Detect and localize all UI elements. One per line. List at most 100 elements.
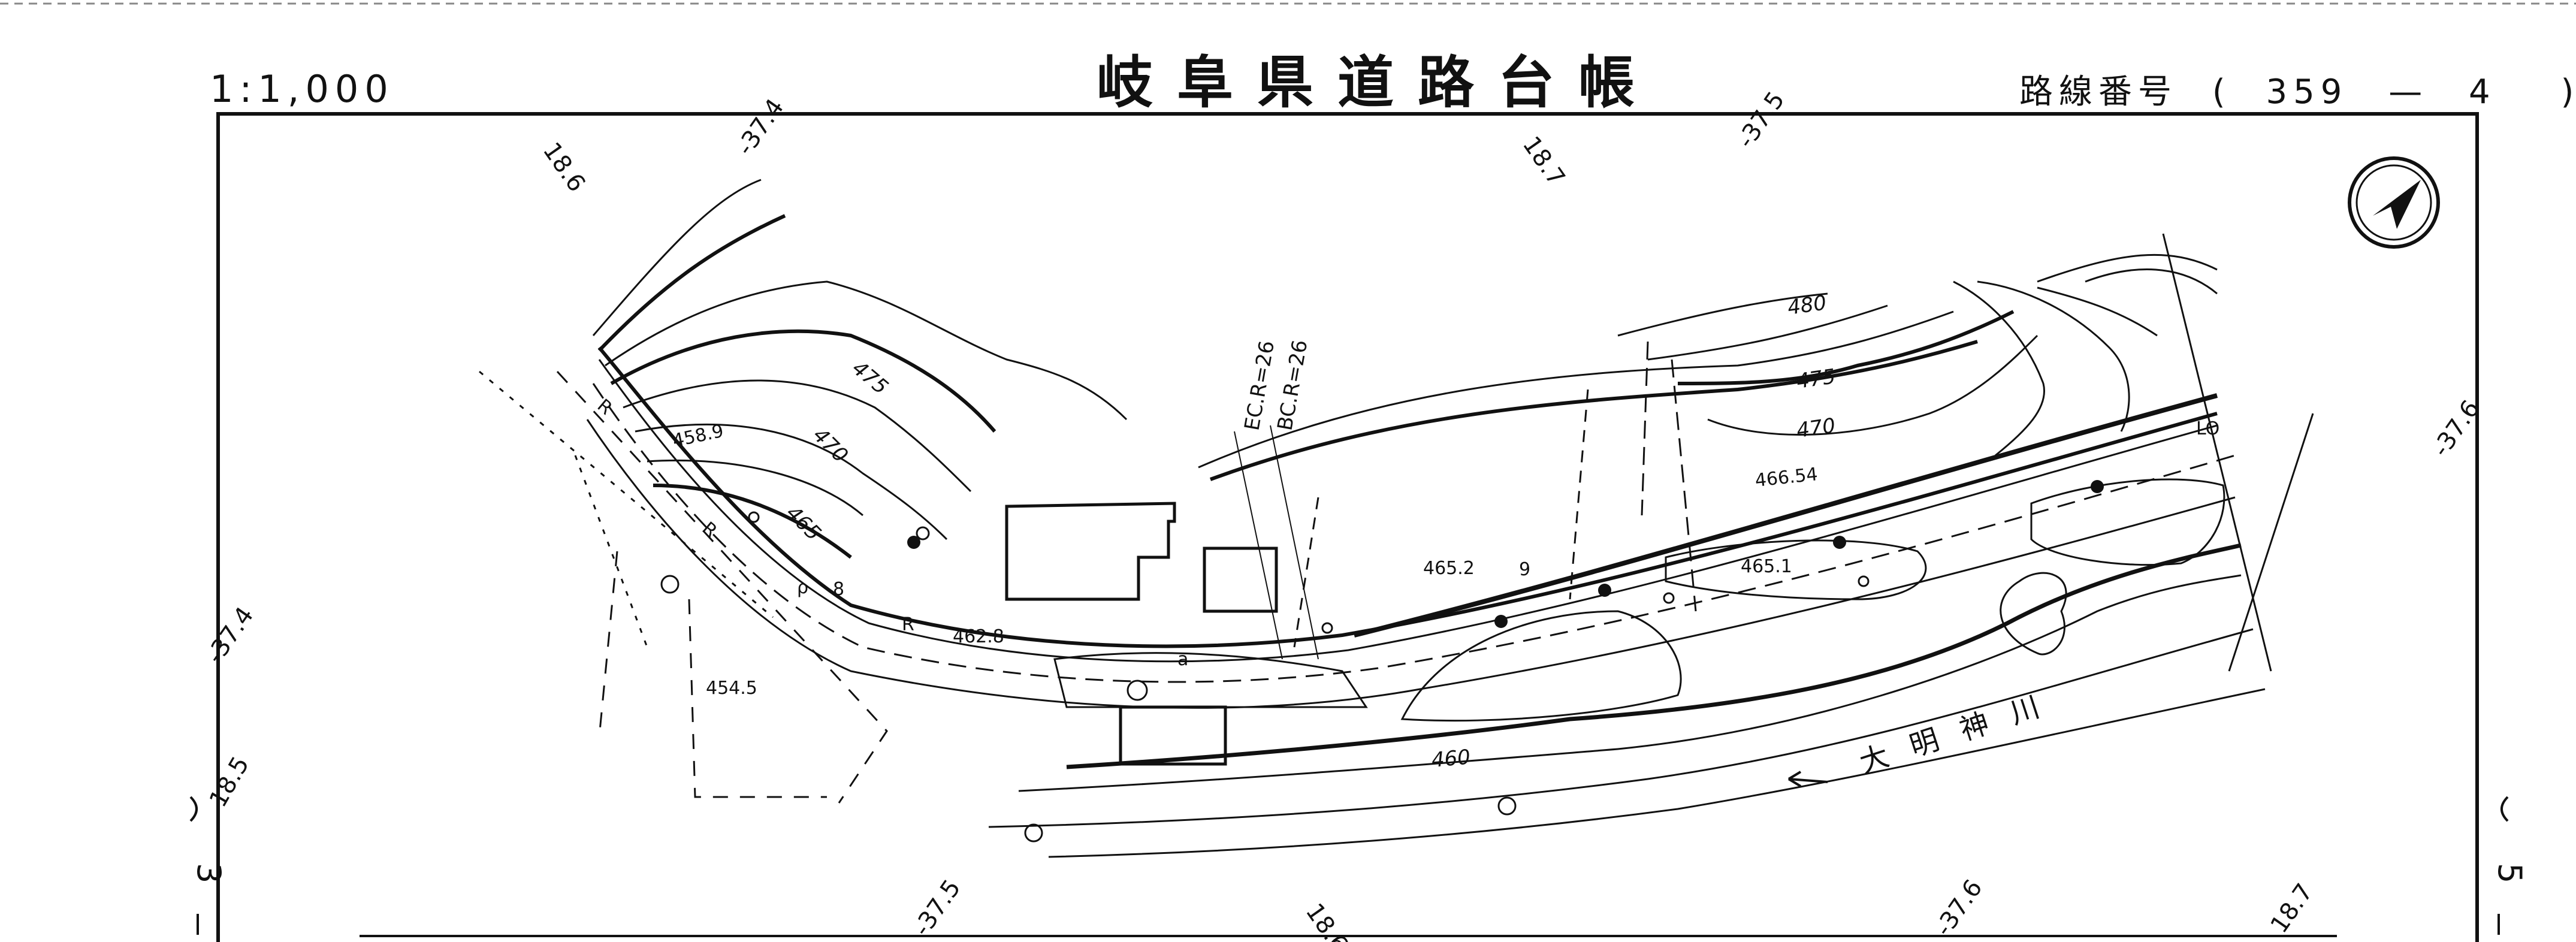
grid-label-left-2: 18.5 <box>204 752 255 812</box>
contour-label: 470 <box>1795 413 1837 443</box>
manhole-icon <box>1024 823 1043 843</box>
guardrail-line <box>1354 393 2218 638</box>
river-bank <box>1048 688 2266 858</box>
grid-label-top-2: -37.4 <box>732 94 790 161</box>
road-mark: LO <box>2196 418 2219 439</box>
spot-height-label: 465.1 <box>1741 556 1792 577</box>
right-bracket-mark <box>2500 796 2509 822</box>
grid-label-left-1: -37.4 <box>201 602 259 669</box>
route-dash: — <box>2388 73 2429 111</box>
contour-line <box>592 179 762 336</box>
spot-height-label: 465.2 <box>1423 558 1475 579</box>
contour-line <box>1953 280 2045 457</box>
river-bank <box>1018 574 2242 792</box>
route-paren-open: ( <box>2212 73 2231 111</box>
manhole-icon <box>1321 622 1333 634</box>
survey-point <box>2091 480 2104 493</box>
contour-line <box>605 280 1128 421</box>
manhole-icon <box>916 526 930 541</box>
grid-label-top-4: -37.5 <box>1732 87 1790 153</box>
north-arrow-icon <box>2348 156 2440 249</box>
sheet-boundary-line <box>2228 413 2314 672</box>
manhole-icon <box>1858 575 1870 587</box>
manhole-icon <box>1497 796 1517 816</box>
survey-point <box>907 536 920 549</box>
grid-label-top-1: 18.6 <box>537 137 591 197</box>
grid-line <box>1671 359 1697 612</box>
field-parcel <box>2030 478 2225 566</box>
contour-line <box>1647 304 1888 361</box>
grid-label-bottom-1: -37.5 <box>908 875 967 941</box>
contour-line <box>2085 268 2218 295</box>
adjacent-sheet-left: 3 <box>190 863 228 883</box>
grid-label-top-3: 18.7 <box>1517 131 1571 191</box>
contour-line <box>647 459 863 517</box>
manhole-icon <box>748 511 760 523</box>
road-mark: a <box>1177 649 1188 670</box>
field-parcel <box>1665 539 1927 600</box>
road-mark: 9 <box>1519 559 1530 580</box>
embankment-line <box>688 599 827 798</box>
contour-label: 480 <box>1786 291 1828 320</box>
route-number: 359 <box>2266 73 2348 111</box>
field-parcel <box>1400 610 1682 722</box>
embankment-line <box>479 370 774 618</box>
contour-label: 465 <box>781 501 826 545</box>
survey-point <box>1833 536 1846 549</box>
contour-label: 475 <box>847 356 892 399</box>
river-flow-arrowhead-icon <box>1787 771 1802 787</box>
embankment-line <box>556 370 888 804</box>
sheet-boundary-line <box>2162 233 2272 672</box>
road-mark: ρ <box>797 577 808 598</box>
road-edge-upper <box>597 346 2218 648</box>
building-footprint <box>1203 547 1278 613</box>
manhole-icon <box>660 575 680 594</box>
route-section: 4 <box>2469 73 2496 111</box>
route-number-block: 路線番号 ( 359 — 4 ) <box>2019 65 2576 113</box>
road-edge-lower <box>598 359 2218 663</box>
manhole-icon <box>1663 592 1675 604</box>
contour-line <box>597 214 786 352</box>
river-bank <box>988 628 2254 828</box>
map-frame <box>216 112 2479 942</box>
contour-line <box>2037 286 2158 337</box>
building-footprint <box>1005 502 1176 601</box>
survey-point <box>1598 584 1611 597</box>
contour-line <box>1198 310 1954 469</box>
contour-line <box>1066 543 2242 769</box>
contour-line <box>1707 334 2039 436</box>
contour-label: 460 <box>1430 745 1471 772</box>
contour-line <box>1617 292 1828 337</box>
curve-marker-line <box>1234 431 1283 660</box>
spot-height-label: 454.5 <box>706 678 757 699</box>
curve-label-bc: BC.R=26 <box>1273 338 1312 432</box>
contour-line <box>623 379 972 493</box>
road-mark: R <box>902 614 914 635</box>
road-mark: 8 <box>833 579 844 600</box>
route-paren-close: ) <box>2560 73 2576 111</box>
manhole-icon <box>1127 680 1148 701</box>
contour-line <box>1209 340 1978 481</box>
spot-height-label: 462.8 <box>953 626 1004 647</box>
contour-line <box>610 329 996 433</box>
embankment-line <box>598 551 618 738</box>
contour-line <box>1977 280 2130 432</box>
curve-marker-line <box>1270 425 1319 660</box>
left-bracket-mark <box>189 796 198 822</box>
river-flow-arrow-icon <box>1788 778 1828 783</box>
contour-line <box>1677 310 2015 385</box>
tree-cluster-icon <box>2000 572 2067 656</box>
contour-line <box>2037 253 2218 283</box>
grid-line <box>1641 341 1649 516</box>
grid-label-bottom-3: -37.6 <box>1930 875 1988 941</box>
grid-line <box>1569 389 1589 600</box>
survey-point <box>1494 615 1508 628</box>
road-centerline <box>592 383 2236 683</box>
spot-height-label: 466.54 <box>1754 464 1819 491</box>
grid-line <box>1293 497 1319 648</box>
contour-line <box>635 424 948 541</box>
contour-line <box>653 484 852 559</box>
adjacent-sheet-right: 5 <box>2491 863 2529 883</box>
grid-label-bottom-4: 18.7 <box>2266 878 2319 938</box>
